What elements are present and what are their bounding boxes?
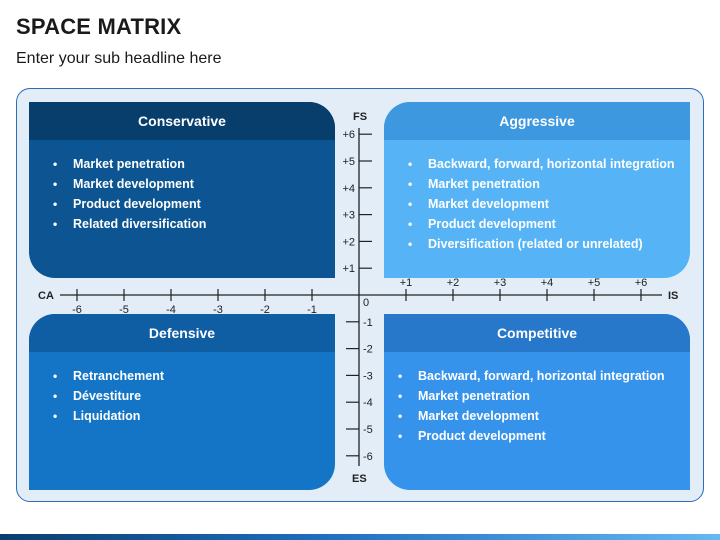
y-tick-label: -4 [363, 397, 373, 409]
x-tick-label: +1 [400, 277, 413, 289]
x-tick-label: +4 [541, 277, 554, 289]
quadrant-conservative: Conservative Market penetrationMarket de… [29, 102, 335, 278]
list-item: Product development [384, 214, 690, 234]
list-item: Market penetration [384, 386, 690, 406]
y-tick-label: +5 [342, 156, 355, 168]
quadrant-title: Aggressive [384, 102, 690, 140]
quadrant-aggressive: Aggressive Backward, forward, horizontal… [384, 102, 690, 278]
list-item: Retranchement [29, 366, 335, 386]
list-item: Market development [384, 194, 690, 214]
y-tick-label: +2 [342, 236, 355, 248]
x-tick-label: -6 [72, 304, 82, 316]
list-item: Market penetration [384, 174, 690, 194]
quadrant-title: Conservative [29, 102, 335, 140]
quadrant-defensive: Defensive RetranchementDévestitureLiquid… [29, 314, 335, 490]
y-tick-label: -6 [363, 451, 373, 463]
y-axis-bottom-label: ES [352, 473, 367, 485]
x-tick-label: +6 [635, 277, 648, 289]
list-item: Backward, forward, horizontal integratio… [384, 366, 690, 386]
y-axis-top-label: FS [353, 111, 367, 123]
x-tick-label: -4 [166, 304, 176, 316]
page-subtitle: Enter your sub headline here [16, 50, 222, 67]
list-item: Dévestiture [29, 386, 335, 406]
quadrant-list: RetranchementDévestitureLiquidation [29, 352, 335, 426]
origin-label: 0 [363, 297, 369, 309]
list-item: Backward, forward, horizontal integratio… [384, 154, 690, 174]
axis-ticks: -6 -5 -4 -3 -2 -1 +1 +2 +3 +4 +5 +6 +6 +5 +4 +3 +2 +1 -1 -2… [72, 129, 647, 463]
x-tick-label: -2 [260, 304, 270, 316]
quadrant-list: Market penetrationMarket developmentProd… [29, 140, 335, 234]
quadrant-title: Competitive [384, 314, 690, 352]
x-tick-label: +2 [447, 277, 460, 289]
quadrant-competitive: Competitive Backward, forward, horizonta… [384, 314, 690, 490]
list-item: Liquidation [29, 406, 335, 426]
list-item: Market penetration [29, 154, 335, 174]
y-tick-label: -1 [363, 317, 373, 329]
x-tick-label: -1 [307, 304, 317, 316]
x-tick-label: -3 [213, 304, 223, 316]
quadrant-list: Backward, forward, horizontal integratio… [384, 352, 690, 446]
footer-accent-bar [0, 534, 720, 540]
x-tick-label: -5 [119, 304, 129, 316]
quadrant-title: Defensive [29, 314, 335, 352]
y-tick-label: -3 [363, 370, 373, 382]
x-axis-left-label: CA [38, 290, 54, 302]
list-item: Market development [29, 174, 335, 194]
y-tick-label: -5 [363, 424, 373, 436]
list-item: Product development [29, 194, 335, 214]
page-title: SPACE MATRIX [16, 14, 182, 39]
list-item: Product development [384, 426, 690, 446]
x-axis-right-label: IS [668, 290, 678, 302]
x-tick-label: +3 [494, 277, 507, 289]
list-item: Diversification (related or unrelated) [384, 234, 690, 254]
quadrant-list: Backward, forward, horizontal integratio… [384, 140, 690, 254]
y-tick-label: +4 [342, 183, 355, 195]
y-tick-label: +6 [342, 129, 355, 141]
list-item: Related diversification [29, 214, 335, 234]
y-tick-label: -2 [363, 344, 373, 356]
y-tick-label: +1 [342, 263, 355, 275]
y-tick-label: +3 [342, 210, 355, 222]
x-tick-label: +5 [588, 277, 601, 289]
list-item: Market development [384, 406, 690, 426]
